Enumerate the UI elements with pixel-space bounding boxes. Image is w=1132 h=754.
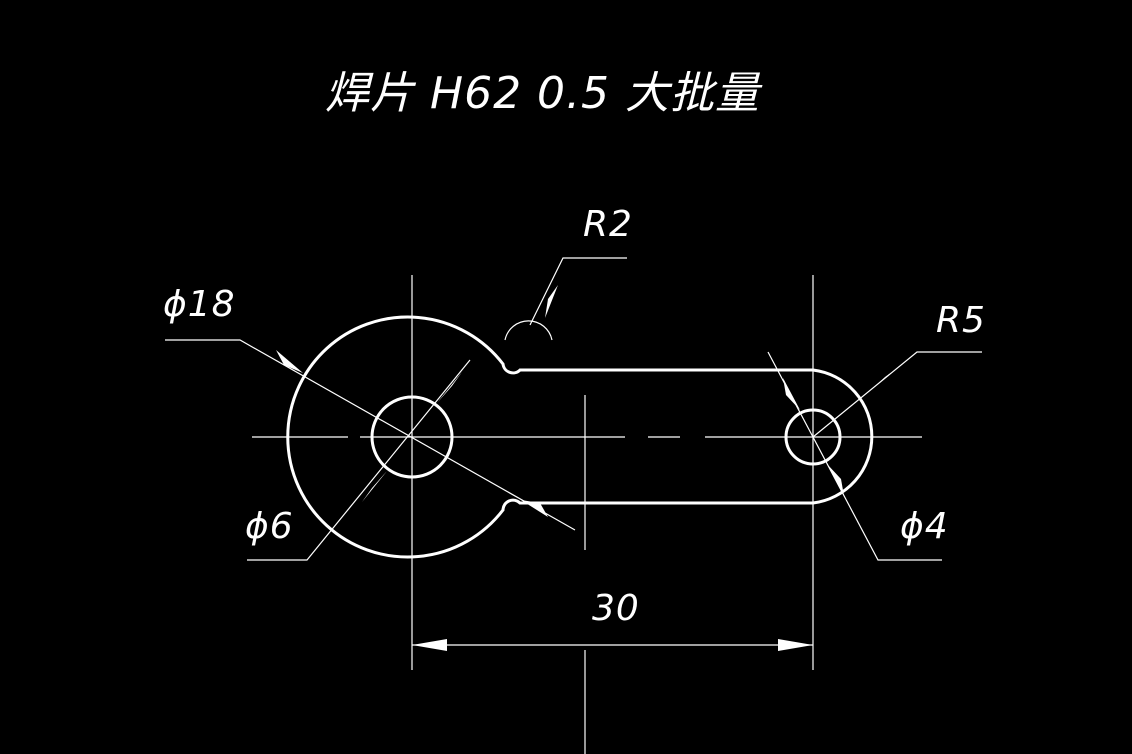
dim-fillet-radius-label: R2	[583, 204, 633, 245]
dim-big-diameter-leader	[165, 339, 576, 531]
dim-big-diameter: ϕ18	[163, 284, 576, 531]
dim-center-distance-arrow-right	[778, 639, 813, 651]
dim-left-bore-leader	[247, 359, 471, 561]
dim-end-radius-arrow	[871, 367, 899, 390]
dim-fillet-radius-leader	[529, 257, 627, 326]
dim-fillet-radius-arc	[504, 320, 553, 341]
dim-left-bore-arrow-2	[362, 471, 387, 502]
dim-right-bore-arrow-2	[827, 464, 844, 496]
centerlines	[252, 275, 922, 754]
dim-fillet-radius-arrow	[545, 285, 558, 318]
dim-center-distance-arrow-left	[412, 639, 447, 651]
dim-right-bore-arrow-1	[783, 378, 800, 410]
dim-big-diameter-arrow-2	[521, 500, 548, 517]
dim-fillet-radius: R2	[504, 204, 633, 341]
dim-left-bore: ϕ6	[245, 359, 471, 561]
part-outline	[286, 315, 874, 559]
dim-center-distance-label: 30	[592, 588, 640, 629]
dim-left-bore-arrow-1	[437, 372, 462, 403]
dim-left-bore-label: ϕ6	[245, 506, 294, 547]
left-bore-circle	[370, 395, 454, 479]
dim-right-bore: ϕ4	[767, 351, 949, 561]
dim-big-diameter-label: ϕ18	[163, 284, 236, 325]
dim-center-distance: 30	[412, 588, 813, 651]
dim-right-bore-leader	[767, 351, 942, 561]
dim-end-radius-leader	[812, 351, 982, 438]
dim-big-diameter-arrow-1	[276, 350, 303, 373]
dim-end-radius-label: R5	[936, 300, 986, 341]
right-bore-circle	[784, 408, 842, 466]
dim-right-bore-label: ϕ4	[900, 506, 949, 547]
drawing-title: 焊片 H62 0.5 大批量	[325, 68, 763, 119]
dim-end-radius: R5	[812, 300, 986, 438]
